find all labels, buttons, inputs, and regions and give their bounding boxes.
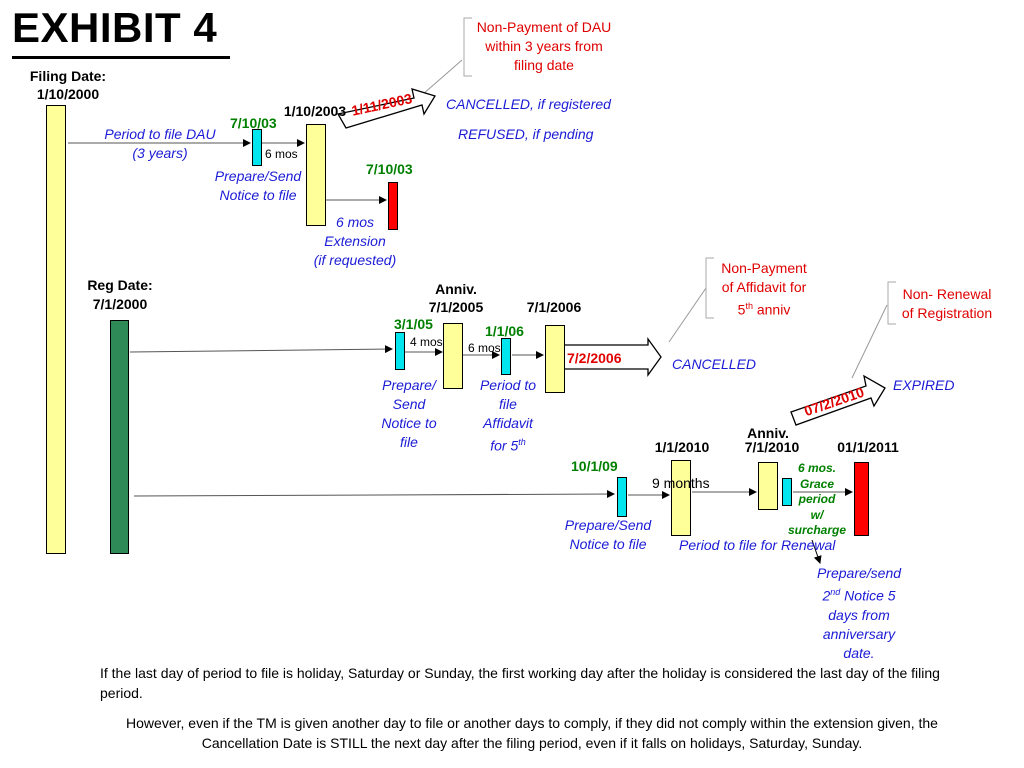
affidavit-callout-line-1: Non-Payment [721,260,807,276]
grace-period-bar [782,478,792,506]
filing-timeline-bar [46,105,66,554]
filing-date-value: 1/10/2000 [36,86,100,102]
extension-date: 7/10/03 [366,161,413,177]
affidavit-notice-line-2: Send [392,396,426,412]
dau-notice-bar [252,129,262,166]
period-dau-years: (3 years) [132,145,188,161]
renewal-anniv-label: Anniv. [747,425,789,441]
renewal-period-label: Period to file for Renewal [679,537,836,553]
affidavit-result-cancelled: CANCELLED [672,356,757,372]
extension-label-3: (if requested) [313,252,397,268]
renewal-result-expired: EXPIRED [893,377,955,393]
renewal-notice-date: 10/1/09 [571,458,618,474]
renewal-notice-bar [617,477,627,517]
affidavit-cancel-arrow-date: 7/2/2006 [567,350,622,366]
second-notice-line-5: date. [843,644,875,661]
renewal-callout-line-2: of Registration [901,305,993,321]
dau-callout-line-2: within 3 years from [485,38,603,54]
title-underline [12,56,230,59]
grace-line-3: period [798,492,836,506]
renewal-end-bar [854,462,869,536]
anniv-5th-bar [443,323,463,389]
affidavit-period-sup: th [518,437,526,447]
second-notice-line-4: anniversary [822,625,896,642]
extension-label-1: 6 mos [335,214,375,230]
second-notice-2: 2 [822,587,831,604]
affidavit-callout-line-2: of Affidavit for [721,279,807,295]
second-notice-label: Prepare/send 2nd Notice 5 days from anni… [804,564,914,663]
renewal-anniv-bar [758,462,778,510]
affidavit-callout-sup: th [745,301,753,311]
note-holiday: If the last day of period to file is hol… [100,665,940,701]
second-notice-line-3: days from [828,606,890,623]
renewal-start-date: 1/1/2010 [654,439,710,455]
second-notice-tail: Notice 5 [840,587,896,604]
renewal-callout-line-1: Non- Renewal [902,286,992,302]
second-notice-line-2: 2nd Notice 5 [804,583,914,606]
period-dau-label: Period to file DAU [104,126,216,142]
affidavit-callout-anniv: anniv [752,301,791,318]
affidavit-notice-line-4: file [400,434,418,450]
dau-callout-line-3: filing date [514,57,574,73]
registration-timeline-bar [110,320,129,554]
dau-deadline-date: 1/10/2003 [283,103,347,119]
affidavit-period-line-2: file [499,396,517,412]
note-cancellation: However, even if the TM is given another… [126,715,938,751]
reg-date-value: 7/1/2000 [92,296,148,312]
grace-line-4: w/ [810,507,824,522]
affidavit-period-line-3: Affidavit [483,415,533,431]
renewal-end-date: 01/1/2011 [837,439,899,455]
affidavit-notice-bar [395,332,405,370]
reg-date-label: Reg Date: [87,277,153,293]
affidavit-6mos-label: 6 mos [468,341,501,355]
anniv-5th-date: 7/1/2005 [428,299,484,315]
second-notice-sup: nd [830,587,841,597]
grace-period-label: 6 mos. Grace period w/ surcharge [784,461,850,539]
page-title: EXHIBIT 4 [12,4,218,51]
dau-notice-label-1: Prepare/Send [214,168,302,184]
dau-6mos-label: 6 mos [265,147,298,161]
affidavit-period-line-1: Period to [479,377,537,393]
dau-notice-label-2: Notice to file [219,187,297,203]
grace-line-2: Grace [799,476,835,491]
renewal-9months-label: 9 months [652,475,710,491]
affidavit-4mos-label: 4 mos [410,335,443,349]
grace-line-1: 6 mos. [797,461,836,475]
affidavit-period-for5: for 5 [490,437,519,454]
affidavit-deadline-date: 7/1/2006 [526,299,582,315]
affidavit-callout-5: 5 [737,301,746,318]
affidavit-notice-line-3: Notice to [381,415,437,431]
affidavit-period-bar [501,338,511,375]
affidavit-deadline-bar [545,325,565,393]
grace-line-5: surcharge [787,523,847,537]
anniv-5th-label: Anniv. [435,281,477,297]
renewal-start-bar [671,460,691,536]
affidavit-notice-line-1: Prepare/ [382,377,436,393]
affidavit-callout-line-3: 5th anniv [708,297,820,319]
dau-result-refused: REFUSED, if pending [458,126,594,142]
affidavit-period-label: Period to file Affidavit for 5th [470,376,546,456]
dau-callout-line-1: Non-Payment of DAU [476,19,612,35]
affidavit-notice-date: 3/1/05 [394,316,433,332]
extension-bar [388,182,398,230]
dau-result-cancelled: CANCELLED, if registered [446,96,611,112]
dau-deadline-bar [306,124,326,226]
renewal-notice-label-2: Notice to file [569,536,647,552]
renewal-anniv-date: 7/1/2010 [744,439,800,455]
affidavit-period-line-4: for 5th [470,433,546,456]
filing-date-label: Filing Date: [29,68,107,84]
dau-notice-date: 7/10/03 [230,115,277,131]
affidavit-period-date: 1/1/06 [485,323,524,339]
second-notice-line-1: Prepare/send [816,565,902,581]
affidavit-notice-label: Prepare/ Send Notice to file [372,376,446,452]
renewal-notice-label-1: Prepare/Send [564,517,652,533]
extension-label-2: Extension [324,233,386,249]
